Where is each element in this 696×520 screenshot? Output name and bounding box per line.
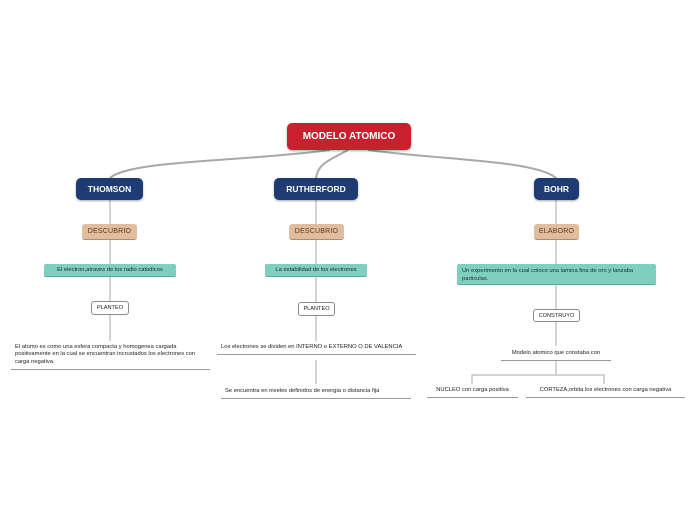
thomson-verb-node[interactable]: DESCUBRIO (82, 224, 137, 240)
link-bohr-parts (471, 360, 605, 384)
root-node[interactable]: MODELO ATOMICO (287, 123, 411, 150)
bohr-part-corteza[interactable]: CORTEZA,orbita los electrones con carga … (526, 387, 685, 399)
branch-thomson-title: THOMSON (87, 184, 132, 194)
rutherford-detail-label: Los electrones se dividen en INTERNO o E… (221, 344, 403, 350)
rutherford-verb-node[interactable]: DESCUBRIO (289, 224, 344, 240)
bohr-detail-label: Modelo atomico que constaba con (511, 350, 601, 356)
thomson-detail-label: El atomo es como una esfera compacta y h… (15, 344, 196, 365)
thomson-detail-node[interactable]: El atomo es como una esfera compacta y h… (11, 344, 210, 370)
link-root-bohr (367, 149, 557, 179)
branch-rutherford[interactable]: RUTHERFORD (274, 178, 358, 200)
link-root-thomson (109, 149, 331, 179)
bohr-relation-node[interactable]: CONSTRUYO (533, 309, 580, 322)
rutherford-detail-node[interactable]: Los electrones se dividen en INTERNO o E… (217, 344, 416, 356)
bohr-detail-node[interactable]: Modelo atomico que constaba con (501, 350, 611, 362)
rutherford-subdetail-node[interactable]: Se encuentra en niveles definidos de ene… (221, 388, 411, 400)
thomson-verb-label: DESCUBRIO (87, 228, 132, 235)
branch-rutherford-title: RUTHERFORD (286, 184, 346, 194)
rutherford-relation-label: PLANTEO (303, 306, 330, 312)
thomson-fact-node[interactable]: El electron,atraves de los radio catodic… (44, 264, 176, 277)
bohr-relation-label: CONSTRUYO (538, 312, 575, 319)
bohr-part-nucleo-label: NUCLEO con carga positiva (436, 387, 509, 393)
rutherford-verb-label: DESCUBRIO (294, 228, 339, 235)
bohr-part-nucleo[interactable]: NUCLEO con carga positiva (427, 387, 518, 399)
bohr-part-corteza-label: CORTEZA,orbita los electrones con carga … (539, 387, 672, 393)
rutherford-fact-node[interactable]: La estabilidad de los electrones (265, 264, 367, 277)
rutherford-subdetail-label: Se encuentra en niveles definidos de ene… (225, 388, 380, 394)
rutherford-relation-node[interactable]: PLANTEO (298, 302, 335, 316)
branch-bohr[interactable]: BOHR (534, 178, 579, 200)
branch-thomson[interactable]: THOMSON (76, 178, 143, 200)
branch-bohr-title: BOHR (543, 184, 570, 194)
thomson-fact-label: El electron,atraves de los radio catodic… (57, 267, 163, 273)
link-root-rutherford (315, 149, 349, 179)
bohr-verb-node[interactable]: ELABORO (534, 224, 579, 240)
rutherford-fact-label: La estabilidad de los electrones (275, 267, 357, 273)
bohr-verb-label: ELABORO (538, 228, 575, 235)
bohr-fact-label: Un experimento en la cual coloco una lam… (462, 268, 634, 282)
bohr-fact-node[interactable]: Un experimento en la cual coloco una lam… (457, 264, 656, 285)
thomson-relation-node[interactable]: PLANTEO (91, 301, 129, 315)
root-label: MODELO ATOMICO (302, 131, 396, 142)
thomson-relation-label: PLANTEO (96, 305, 124, 311)
